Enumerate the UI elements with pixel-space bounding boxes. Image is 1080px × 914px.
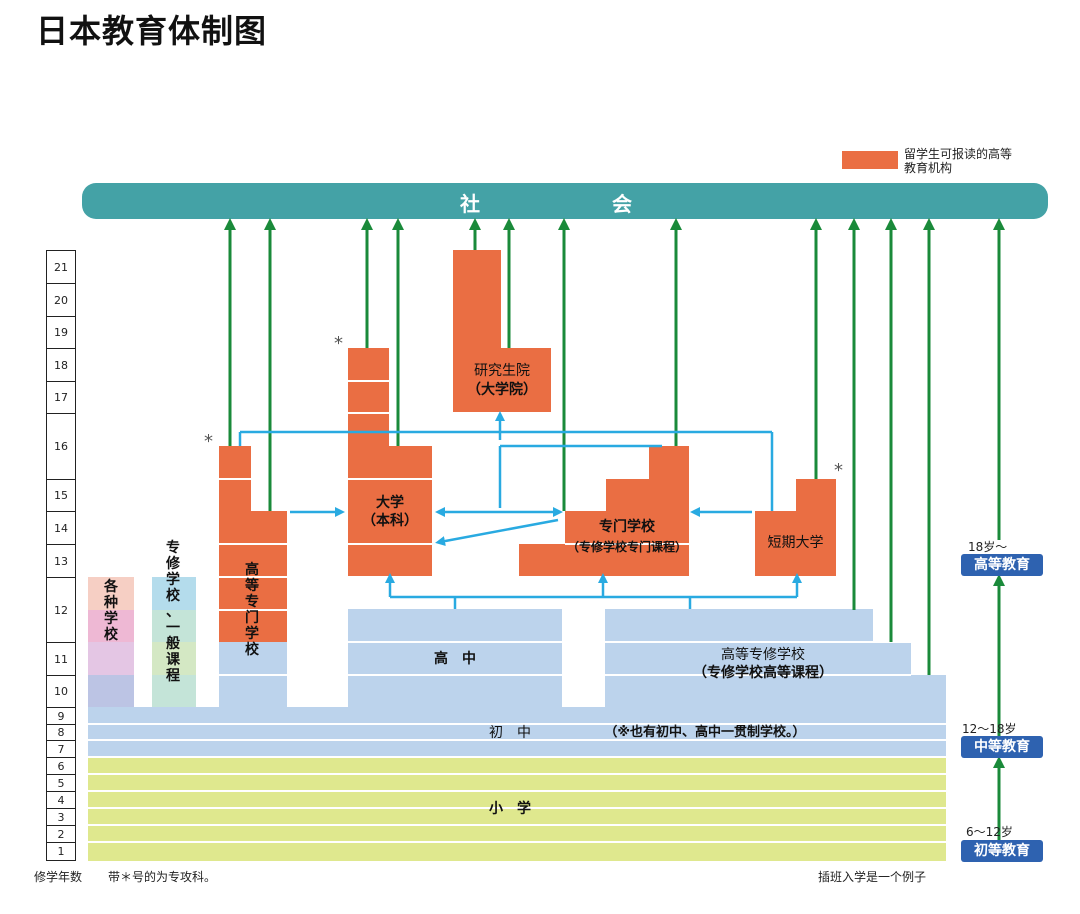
star-footnote: 带＊号的为专攻科。 — [108, 870, 217, 884]
primary-age-label: 6～12岁 — [966, 825, 1013, 839]
high-school-label: 高 中 — [434, 651, 476, 667]
row-divider — [88, 739, 946, 741]
misc-school-label: 各种学校 — [104, 579, 118, 643]
page-title: 日本教育体制图 — [36, 12, 268, 50]
row-divider — [605, 674, 911, 676]
block-divider — [219, 478, 251, 480]
special-school-year-12a — [152, 577, 196, 610]
year-cell: 2 — [46, 825, 76, 842]
misc-school-year-10 — [88, 675, 134, 707]
block-divider — [565, 543, 689, 545]
row-divider — [219, 674, 287, 676]
year-cell: 11 — [46, 642, 76, 675]
university-sub-label: （本科） — [362, 513, 418, 529]
legend-swatch — [842, 151, 898, 169]
special-school-year-12b — [152, 610, 196, 642]
junior-college-label: 短期大学 — [767, 535, 824, 551]
year-cell: 21 — [46, 250, 76, 283]
vocational-block-upper — [565, 511, 689, 544]
year-cell: 17 — [46, 381, 76, 413]
year-cell: 10 — [46, 675, 76, 707]
year-cell: 14 — [46, 511, 76, 544]
row-divider — [88, 807, 946, 809]
higher-education-badge: 高等教育 — [961, 554, 1043, 576]
row-divider — [348, 674, 562, 676]
junior-high-label: 初 中 — [489, 725, 531, 741]
primary-education-badge: 初等教育 — [961, 840, 1043, 862]
special-general-label: 专修学校、一般课程 — [166, 540, 180, 684]
secondary-education-badge: 中等教育 — [961, 736, 1043, 758]
year-cell: 4 — [46, 791, 76, 808]
society-char-1: 社 — [460, 192, 480, 216]
special-school-year-10 — [152, 675, 196, 707]
row-divider — [605, 641, 911, 643]
row-divider — [88, 790, 946, 792]
block-divider — [348, 412, 389, 414]
year-cell: 5 — [46, 774, 76, 791]
high-school-band — [348, 609, 562, 707]
year-cell: 8 — [46, 724, 76, 740]
year-cell: 6 — [46, 757, 76, 774]
year-cell: 19 — [46, 316, 76, 348]
year-cell: 20 — [46, 283, 76, 316]
secondary-age-label: 12～18岁 — [962, 722, 1017, 736]
star-kosen: * — [204, 431, 213, 452]
junior-college-block — [755, 511, 836, 576]
misc-school-year-12b — [88, 610, 134, 642]
block-divider — [219, 576, 287, 578]
university-advanced-block — [348, 348, 389, 446]
row-divider — [88, 773, 946, 775]
years-axis-label: 修学年数 — [34, 870, 83, 884]
year-cell: 3 — [46, 808, 76, 825]
graduate-block-b — [453, 348, 551, 412]
star-junior-college: * — [834, 460, 843, 481]
row-divider — [348, 641, 562, 643]
misc-school-year-12a — [88, 577, 134, 610]
year-cell: 18 — [46, 348, 76, 381]
vocational-block-lower — [519, 544, 689, 576]
year-cell: 1 — [46, 842, 76, 861]
block-divider — [348, 543, 432, 545]
society-bar: 社 会 — [82, 183, 1048, 219]
legend-label: 留学生可报读的高等教育机构 — [904, 147, 1013, 175]
university-block — [348, 446, 432, 576]
junior-high-band — [88, 707, 946, 757]
year-cell: 12 — [46, 577, 76, 642]
tech-college-band-3 — [605, 675, 946, 707]
university-label: 大学 — [376, 495, 404, 511]
graduate-sub-label: （大学院） — [467, 382, 537, 398]
elementary-label: 小 学 — [489, 801, 531, 817]
transfer-footnote: 插班入学是一个例子 — [818, 870, 927, 884]
year-cell: 7 — [46, 740, 76, 757]
higher-age-label: 18岁～ — [968, 540, 1008, 554]
row-divider — [88, 824, 946, 826]
junior-college-advanced-block — [796, 479, 836, 511]
graduate-label: 研究生院 — [474, 363, 530, 379]
junior-high-note: （※也有初中、高中一贯制学校。） — [604, 725, 806, 740]
tech-college-sub-label: （专修学校高等课程） — [693, 665, 833, 681]
row-divider — [88, 723, 946, 725]
misc-school-year-11 — [88, 642, 134, 675]
society-char-2: 会 — [612, 192, 632, 216]
year-cell: 9 — [46, 707, 76, 724]
kosen-label: 高等专门学校 — [245, 562, 259, 658]
row-divider — [88, 756, 946, 758]
vocational-label: 专门学校 — [599, 519, 655, 535]
special-school-year-11 — [152, 642, 196, 675]
vocational-block-top — [649, 446, 689, 479]
year-cell: 16 — [46, 413, 76, 479]
year-cell: 15 — [46, 479, 76, 511]
star-university: * — [334, 333, 343, 354]
block-divider — [219, 543, 287, 545]
tech-college-label: 高等专修学校 — [721, 647, 805, 663]
block-divider — [348, 478, 432, 480]
blue-arrow — [435, 518, 559, 546]
row-divider — [88, 841, 946, 843]
block-divider — [219, 609, 287, 611]
vocational-block-mid — [606, 479, 689, 511]
year-cell: 13 — [46, 544, 76, 577]
vocational-sub-label: （专修学校专门课程） — [566, 540, 687, 554]
block-divider — [348, 380, 389, 382]
